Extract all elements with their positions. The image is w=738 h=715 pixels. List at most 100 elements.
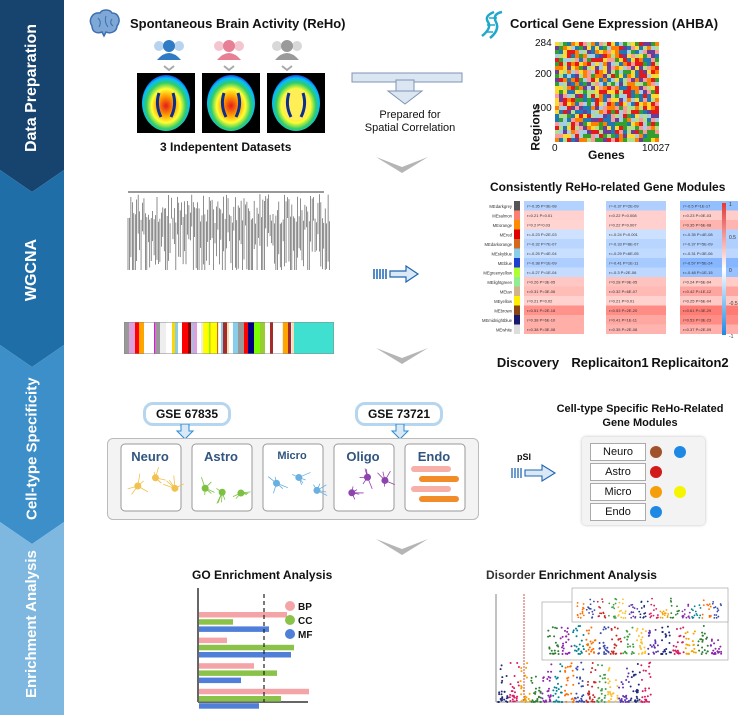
module-color-segment [223, 322, 227, 354]
module-trait-cell [524, 305, 584, 315]
snp-point [576, 601, 579, 604]
colorbar-tick: 1 [729, 202, 732, 208]
snp-point [591, 698, 594, 701]
heatmap-cell [627, 98, 631, 102]
module-trait-cell [606, 296, 666, 306]
heatmap-cell [655, 66, 659, 70]
snp-point [717, 639, 720, 642]
module-trait-value: r=-0.23 P=2E-03 [527, 232, 557, 237]
heatmap-cell [623, 102, 627, 106]
heatmap-cell [563, 54, 567, 58]
heatmap-cell [563, 78, 567, 82]
snp-point [697, 644, 700, 647]
heatmap-cell [615, 102, 619, 106]
heatmap-cell [607, 50, 611, 54]
snp-point [572, 683, 575, 686]
cell-process [316, 483, 321, 491]
heatmap-cell [651, 122, 655, 126]
module-color-segment [182, 322, 188, 354]
heatmap-cell [567, 118, 571, 122]
snp-point [663, 614, 666, 617]
cell-process [273, 483, 277, 494]
snp-point [720, 650, 723, 653]
heatmap-cell [563, 50, 567, 54]
snp-point [661, 617, 664, 619]
heatmap-cell [635, 42, 639, 46]
heatmap-cell [635, 118, 639, 122]
module-trait-cell [606, 305, 666, 315]
module-trait-value: r=-0.32 P=7E-07 [527, 242, 557, 247]
snp-point [648, 700, 651, 703]
module-swatch [514, 258, 520, 268]
snp-point [503, 690, 506, 693]
heatmap-cell [583, 138, 587, 142]
disorder-title: Disorder Enrichment Analysis [486, 568, 657, 582]
heatmap-cell [635, 82, 639, 86]
heatmap-cell [607, 58, 611, 62]
heatmap-cell [655, 102, 659, 106]
chevron-down-icon [376, 539, 428, 555]
module-trait-cell [606, 267, 666, 277]
heatmap-cell [607, 94, 611, 98]
heatmap-cell [643, 98, 647, 102]
snp-point [615, 634, 618, 637]
heatmap-cell [555, 102, 559, 106]
heatmap-ytick-284: 284 [535, 38, 552, 49]
heatmap-cell [563, 94, 567, 98]
heatmap-cell [579, 90, 583, 94]
prepared-label: Prepared for Spatial Correlation [364, 109, 456, 134]
heatmap-cell [575, 62, 579, 66]
snp-point [661, 626, 664, 629]
snp-point [647, 652, 650, 655]
snp-point [560, 626, 563, 629]
snp-point [603, 673, 606, 676]
heatmap-cell [571, 66, 575, 70]
heatmap-cell [563, 86, 567, 90]
heatmap-cell [579, 42, 583, 46]
heatmap-cell [615, 54, 619, 58]
heatmap-cell [603, 110, 607, 114]
snp-point [598, 642, 601, 645]
heatmap-cell [603, 66, 607, 70]
cell-process [173, 475, 176, 489]
heatmap-cell [591, 138, 595, 142]
snp-point [576, 605, 579, 608]
snp-point [538, 686, 541, 689]
stage-label-enrichment: Enrichment Analysis [23, 550, 40, 698]
heatmap-cell [619, 138, 623, 142]
cell-label-micro: Micro [277, 450, 307, 462]
snp-point [613, 646, 616, 649]
heatmap-cell [579, 126, 583, 130]
snp-point [589, 608, 592, 610]
heatmap-cell [559, 130, 563, 134]
snp-point [534, 690, 537, 693]
heatmap-cell [583, 62, 587, 66]
heatmap-cell [591, 74, 595, 78]
heatmap-cell [619, 46, 623, 50]
heatmap-cell [651, 62, 655, 66]
heatmap-cell [571, 74, 575, 78]
cell-process [216, 488, 223, 493]
heatmap-cell [587, 126, 591, 130]
snp-point [533, 692, 536, 695]
heatmap-cell [583, 94, 587, 98]
snp-point [668, 631, 671, 634]
heatmap-cell [591, 102, 595, 106]
heatmap-cell [623, 66, 627, 70]
stage-band-wgcna [0, 170, 64, 367]
snp-point [576, 696, 579, 699]
snp-point [692, 643, 695, 646]
heatmap-cell [559, 54, 563, 58]
module-trait-value: r=0.26 P=3E-05 [527, 280, 556, 285]
heatmap-cell [567, 66, 571, 70]
module-trait-value: r=0.35 P=6E-08 [683, 223, 712, 228]
snp-point [498, 691, 501, 694]
heatmap-cell [611, 58, 615, 62]
snp-point [627, 700, 630, 703]
heatmap-cell [655, 98, 659, 102]
snp-point [687, 605, 690, 607]
heatmap-cell [615, 74, 619, 78]
heatmap-cell [567, 122, 571, 126]
snp-point [506, 695, 509, 698]
